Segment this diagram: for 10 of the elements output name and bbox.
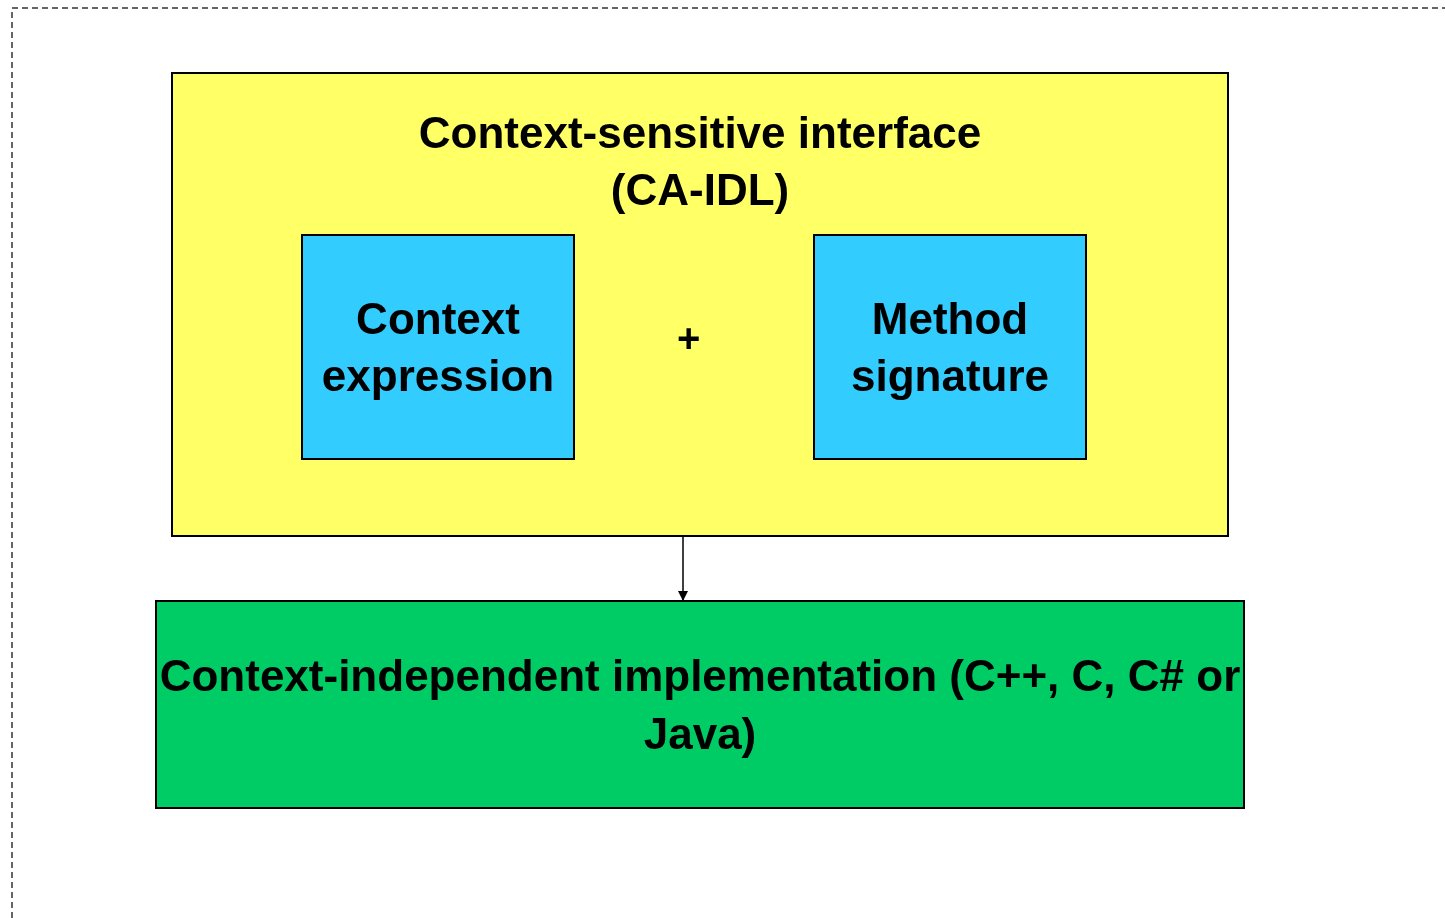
- plus-sign: +: [677, 316, 701, 361]
- component-box: [813, 234, 1087, 460]
- box-heading: Context-sensitive interface (CA-IDL): [417, 107, 983, 217]
- implementation-box: [155, 600, 1245, 809]
- box-label: Method signature: [849, 292, 1050, 402]
- box-label: Context expression: [320, 292, 556, 402]
- interface-box: [171, 72, 1229, 537]
- component-box: [301, 234, 575, 460]
- box-label: Context-independent implementation (C++, C, C# or Java): [159, 650, 1241, 760]
- arrow: [678, 536, 688, 601]
